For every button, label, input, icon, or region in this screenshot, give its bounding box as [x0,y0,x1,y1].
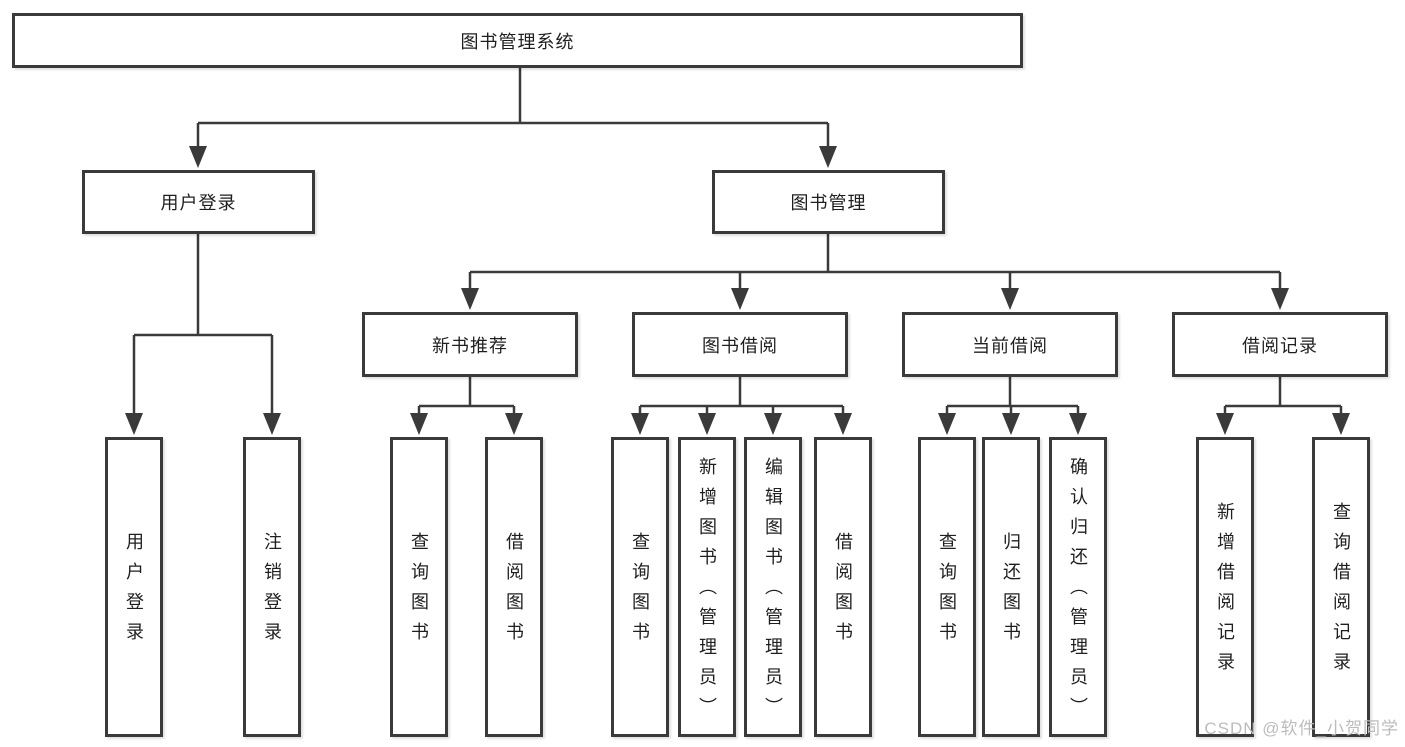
leaf-label: 新增图书（管理员） [697,457,717,727]
leaf-label: 查询图书 [630,532,650,652]
node-label: 用户登录 [160,193,237,213]
leaf-return-book: 归还图书 [982,437,1040,737]
leaf-query-borrow-record: 查询借阅记录 [1312,437,1370,737]
csdn-watermark: CSDN @软件_小贺同学 [1204,719,1399,738]
leaf-query-book-borrowing: 查询图书 [611,437,669,737]
leaf-edit-book-admin: 编辑图书（管理员） [744,437,802,737]
leaf-label: 查询图书 [409,532,429,652]
leaf-label: 归还图书 [1001,532,1021,652]
node-book-borrowing: 图书借阅 [632,312,848,377]
leaf-label: 用户登录 [124,532,144,652]
leaf-label: 确认归还（管理员） [1068,457,1088,727]
node-label: 图书管理 [790,193,867,213]
node-book-management: 图书管理 [712,170,945,234]
node-label: 当前借阅 [972,335,1048,356]
leaf-add-borrow-record: 新增借阅记录 [1196,437,1254,737]
leaf-label: 注销登录 [262,532,282,652]
node-label: 图书管理系统 [460,31,575,52]
node-label: 新书推荐 [432,335,508,356]
leaf-label: 借阅图书 [833,532,853,652]
node-label: 借阅记录 [1242,335,1318,356]
node-current-borrowing: 当前借阅 [902,312,1118,377]
leaf-borrow-book: 借阅图书 [814,437,872,737]
leaf-label: 新增借阅记录 [1215,502,1235,682]
leaf-confirm-return-admin: 确认归还（管理员） [1049,437,1107,737]
leaf-query-book-current: 查询图书 [918,437,976,737]
leaf-label: 查询图书 [937,532,957,652]
leaf-label: 借阅图书 [504,532,524,652]
leaf-query-book-recommend: 查询图书 [390,437,448,737]
leaf-logout: 注销登录 [243,437,301,737]
node-library-management-system: 图书管理系统 [12,13,1023,68]
node-borrowing-records: 借阅记录 [1172,312,1388,377]
leaf-label: 编辑图书（管理员） [763,457,783,727]
node-label: 图书借阅 [702,335,778,356]
leaf-add-book-admin: 新增图书（管理员） [678,437,736,737]
leaf-label: 查询借阅记录 [1331,502,1351,682]
node-new-book-recommend: 新书推荐 [362,312,578,377]
node-user-login: 用户登录 [82,170,315,234]
leaf-borrow-book-recommend: 借阅图书 [485,437,543,737]
leaf-user-login: 用户登录 [105,437,163,737]
